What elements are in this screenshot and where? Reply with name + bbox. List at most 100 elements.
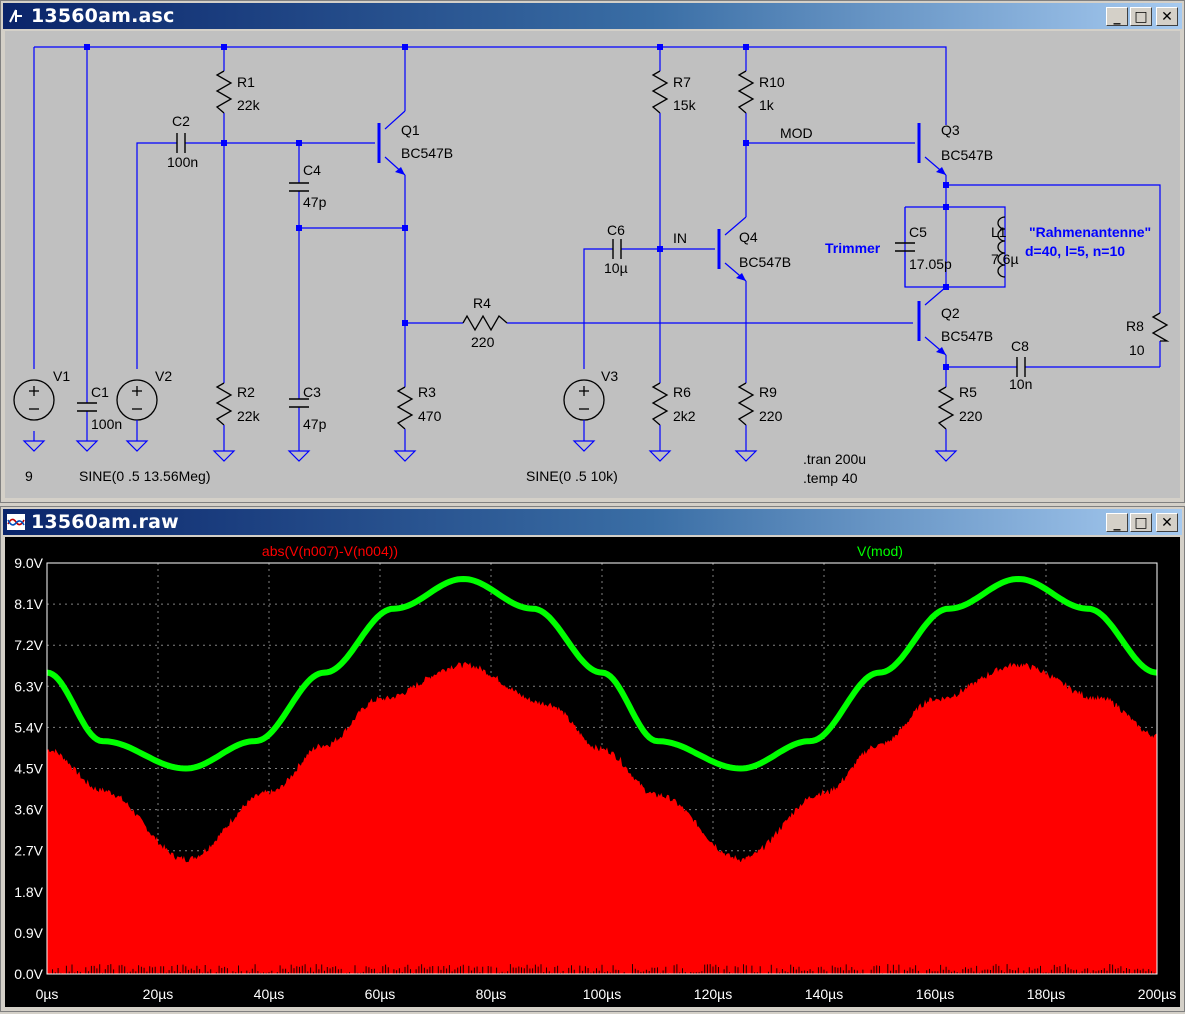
schematic-minimize-button[interactable]: _ bbox=[1106, 7, 1128, 26]
resistor-leads bbox=[223, 425, 406, 451]
resistor-symbols bbox=[215, 70, 1170, 430]
y-tick-label: 4.5V bbox=[14, 761, 43, 777]
waveform-minimize-button[interactable]: _ bbox=[1106, 513, 1128, 532]
Q1-value: BC547B bbox=[401, 145, 453, 161]
C8-value: 10n bbox=[1009, 376, 1032, 392]
y-tick-label: 0.9V bbox=[14, 925, 43, 941]
C6-value: 10µ bbox=[604, 260, 628, 276]
R9-name: R9 bbox=[759, 384, 777, 400]
schematic-app-icon bbox=[7, 7, 25, 25]
green-trace bbox=[46, 575, 1158, 772]
V2-value: SINE(0 .5 13.56Meg) bbox=[79, 468, 211, 484]
red-trace bbox=[46, 661, 1158, 975]
x-tick-label: 160µs bbox=[916, 986, 954, 1002]
Q1-name: Q1 bbox=[401, 122, 420, 138]
red-series-envelope bbox=[46, 661, 1158, 975]
antenna-params-comment: d=40, l=5, n=10 bbox=[1025, 243, 1125, 259]
R9-value: 220 bbox=[759, 408, 783, 424]
ground-symbols bbox=[22, 440, 958, 462]
schematic-titlebar[interactable]: 13560am.asc _ □ ✕ bbox=[3, 3, 1182, 29]
R2-name: R2 bbox=[237, 384, 255, 400]
Q2-name: Q2 bbox=[941, 305, 960, 321]
C4-name: C4 bbox=[303, 162, 321, 178]
R5-name: R5 bbox=[959, 384, 977, 400]
R5-value: 220 bbox=[959, 408, 983, 424]
plot-frame bbox=[46, 562, 1158, 975]
R10-value: 1k bbox=[759, 97, 775, 113]
schematic-drawing: R1 22k C2 100n Q1 BC547B C4 47p V1 9 C1 … bbox=[13, 44, 1170, 486]
y-tick-label: 6.3V bbox=[14, 678, 43, 694]
C8-name: C8 bbox=[1011, 338, 1029, 354]
schematic-window-title: 13560am.asc bbox=[31, 5, 175, 27]
Q2-value: BC547B bbox=[941, 328, 993, 344]
schematic-maximize-button[interactable]: □ bbox=[1130, 7, 1152, 26]
R3-name: R3 bbox=[418, 384, 436, 400]
V3-name: V3 bbox=[601, 368, 618, 384]
R1-value: 22k bbox=[237, 97, 261, 113]
y-tick-label: 5.4V bbox=[14, 719, 43, 735]
junction-dots bbox=[84, 44, 949, 370]
waveform-titlebar[interactable]: 13560am.raw _ □ ✕ bbox=[3, 509, 1182, 535]
V1-value: 9 bbox=[25, 468, 33, 484]
R6-value: 2k2 bbox=[673, 408, 696, 424]
waveform-maximize-button[interactable]: □ bbox=[1130, 513, 1152, 532]
wires bbox=[33, 46, 1161, 441]
C3-value: 47p bbox=[303, 416, 327, 432]
legend-green-series[interactable]: V(mod) bbox=[857, 543, 903, 559]
R6-name: R6 bbox=[673, 384, 691, 400]
schematic-window[interactable]: 13560am.asc _ □ ✕ bbox=[0, 0, 1185, 503]
C2-value: 100n bbox=[167, 154, 198, 170]
schematic-close-button[interactable]: ✕ bbox=[1156, 7, 1178, 26]
waveform-plot[interactable]: 0.0V0.9V1.8V2.7V3.6V4.5V5.4V6.3V7.2V8.1V… bbox=[5, 537, 1182, 1009]
x-tick-label: 140µs bbox=[805, 986, 843, 1002]
C4-value: 47p bbox=[303, 194, 327, 210]
L1-value: 7.6µ bbox=[991, 251, 1019, 267]
R7-name: R7 bbox=[673, 74, 691, 90]
green-series-line bbox=[46, 575, 1158, 772]
x-tick-label: 80µs bbox=[476, 986, 507, 1002]
waveform-window[interactable]: 13560am.raw _ □ ✕ 0.0V 0.9V 1.8V 2.7V 3.6V 4.… bbox=[0, 506, 1185, 1012]
C5-name: C5 bbox=[909, 224, 927, 240]
waveform-close-button[interactable]: ✕ bbox=[1156, 513, 1178, 532]
R8-value: 10 bbox=[1129, 342, 1145, 358]
Q4-name: Q4 bbox=[739, 229, 758, 245]
y-tick-label: 9.0V bbox=[14, 555, 43, 571]
waveform-app-icon bbox=[7, 513, 25, 531]
x-tick-label: 100µs bbox=[583, 986, 621, 1002]
voltage-sources bbox=[13, 379, 605, 441]
y-tick-label: 0.0V bbox=[14, 966, 43, 982]
legend-red-series[interactable]: abs(V(n007)-V(n004)) bbox=[262, 543, 398, 559]
tran-directive: .tran 200u bbox=[803, 451, 866, 467]
y-tick-label: 1.8V bbox=[14, 884, 43, 900]
trimmer-comment: Trimmer bbox=[825, 240, 881, 256]
R7-value: 15k bbox=[673, 97, 697, 113]
x-tick-label: 180µs bbox=[1027, 986, 1065, 1002]
x-tick-label: 20µs bbox=[143, 986, 174, 1002]
L1-name: L1 bbox=[991, 224, 1007, 240]
C1-value: 100n bbox=[91, 416, 122, 432]
R1-name: R1 bbox=[237, 74, 255, 90]
schematic-canvas[interactable]: R1 22k C2 100n Q1 BC547B C4 47p V1 9 C1 … bbox=[5, 31, 1180, 498]
y-tick-label: 3.6V bbox=[14, 802, 43, 818]
Q3-value: BC547B bbox=[941, 147, 993, 163]
antenna-comment: "Rahmenantenne" bbox=[1029, 224, 1151, 240]
in-net-label: IN bbox=[673, 230, 687, 246]
inductor-symbol bbox=[997, 216, 1006, 278]
R2-value: 22k bbox=[237, 408, 261, 424]
V1-name: V1 bbox=[53, 368, 70, 384]
Q3-name: Q3 bbox=[941, 122, 960, 138]
R4-value: 220 bbox=[471, 334, 495, 350]
transistor-bars bbox=[377, 123, 921, 341]
y-tick-label: 2.7V bbox=[14, 843, 43, 859]
C3-name: C3 bbox=[303, 384, 321, 400]
R10-name: R10 bbox=[759, 74, 785, 90]
R4-name: R4 bbox=[473, 295, 491, 311]
V3-value: SINE(0 .5 10k) bbox=[526, 468, 618, 484]
emitter-arrows bbox=[395, 167, 946, 355]
R3-value: 470 bbox=[418, 408, 442, 424]
waveform-window-title: 13560am.raw bbox=[31, 511, 179, 533]
x-tick-label: 120µs bbox=[694, 986, 732, 1002]
y-axis-tick-labels: 0.0V0.9V1.8V2.7V3.6V4.5V5.4V6.3V7.2V8.1V… bbox=[14, 555, 43, 982]
